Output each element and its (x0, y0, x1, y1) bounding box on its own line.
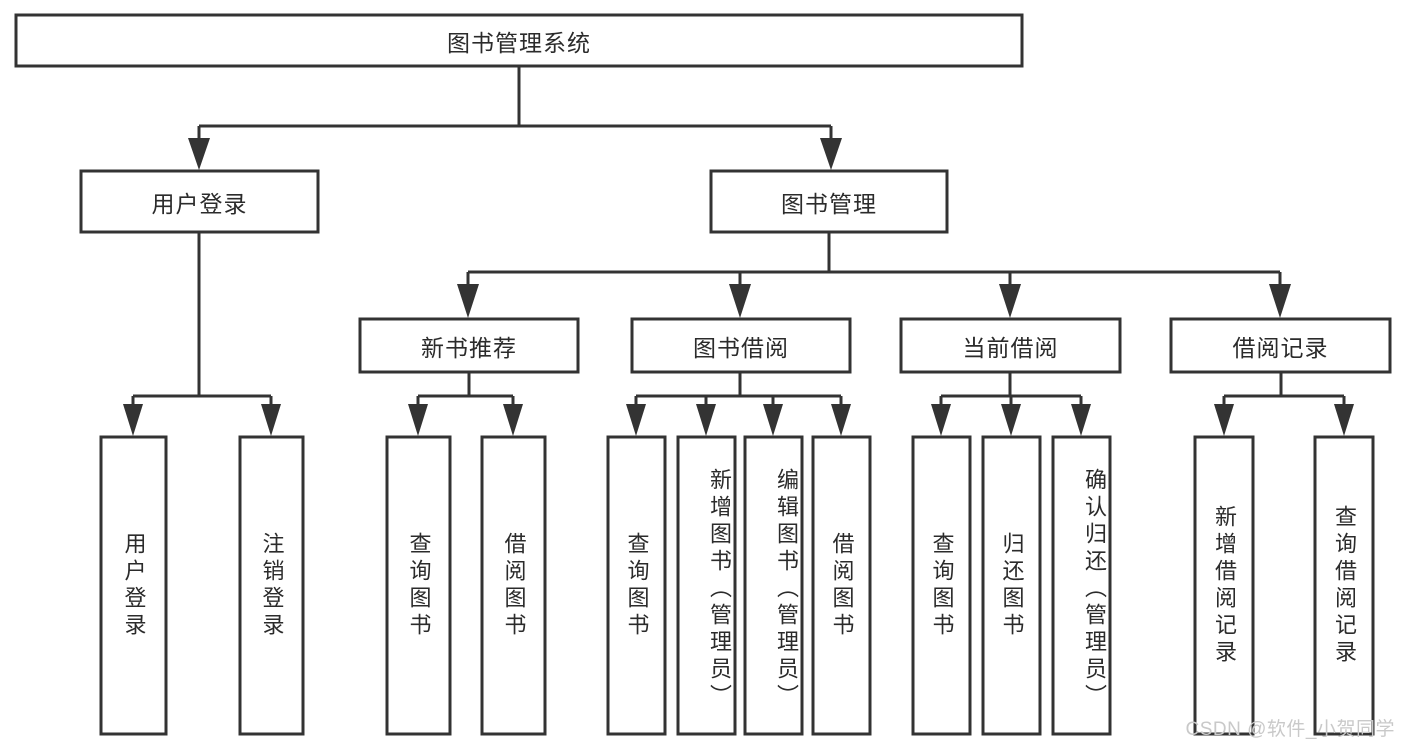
watermark-text: CSDN @软件_小贺同学 (1185, 719, 1395, 740)
arrowhead-leaf-logout (261, 404, 281, 436)
leaf-user-login-box[interactable] (99, 435, 168, 736)
arrowhead-cb-leaf3 (1071, 404, 1091, 436)
leaf-br-query-box[interactable] (1313, 435, 1375, 736)
leaf-bb-query-box[interactable] (606, 435, 667, 736)
arrowhead-leaf-user-login (123, 404, 143, 436)
arrowhead-current-borrow (999, 284, 1021, 318)
arrowhead-book-mgmt (820, 138, 842, 170)
arrowhead-br-leaf2 (1334, 404, 1354, 436)
leaf-bb-edit-box[interactable] (743, 435, 804, 736)
leaf-cb-query-box[interactable] (911, 435, 972, 736)
node-book-borrow-box[interactable] (630, 317, 852, 374)
leaf-nbr-borrow-box[interactable] (480, 435, 547, 736)
arrowhead-br-leaf1 (1214, 404, 1234, 436)
node-root-box[interactable] (14, 13, 1024, 68)
arrowhead-nbr-leaf1 (408, 404, 428, 436)
arrowhead-bb-leaf1 (626, 404, 646, 436)
arrowhead-cb-leaf2 (1001, 404, 1021, 436)
leaf-bb-borrow-box[interactable] (811, 435, 872, 736)
leaf-cb-confirm-box[interactable] (1051, 435, 1112, 736)
arrowhead-borrow-records (1269, 284, 1291, 318)
leaf-bb-add-box[interactable] (676, 435, 737, 736)
node-current-borrow-box[interactable] (899, 317, 1122, 374)
arrowhead-bb-leaf3 (763, 404, 783, 436)
arrowhead-nbr-leaf2 (503, 404, 523, 436)
arrowhead-new-book-rec (457, 284, 479, 318)
arrowhead-cb-leaf1 (931, 404, 951, 436)
arrowhead-bb-leaf4 (831, 404, 851, 436)
arrowhead-book-borrow (729, 284, 751, 318)
node-new-book-rec-box[interactable] (358, 317, 580, 374)
arrowhead-user-login (188, 138, 210, 170)
node-book-mgmt-box[interactable] (709, 169, 949, 234)
node-user-login-box[interactable] (79, 169, 320, 234)
leaf-nbr-query-box[interactable] (385, 435, 452, 736)
leaf-logout-box[interactable] (238, 435, 305, 736)
leaf-br-add-box[interactable] (1193, 435, 1255, 736)
leaf-cb-return-box[interactable] (981, 435, 1042, 736)
arrowhead-bb-leaf2 (696, 404, 716, 436)
node-borrow-records-box[interactable] (1169, 317, 1392, 374)
